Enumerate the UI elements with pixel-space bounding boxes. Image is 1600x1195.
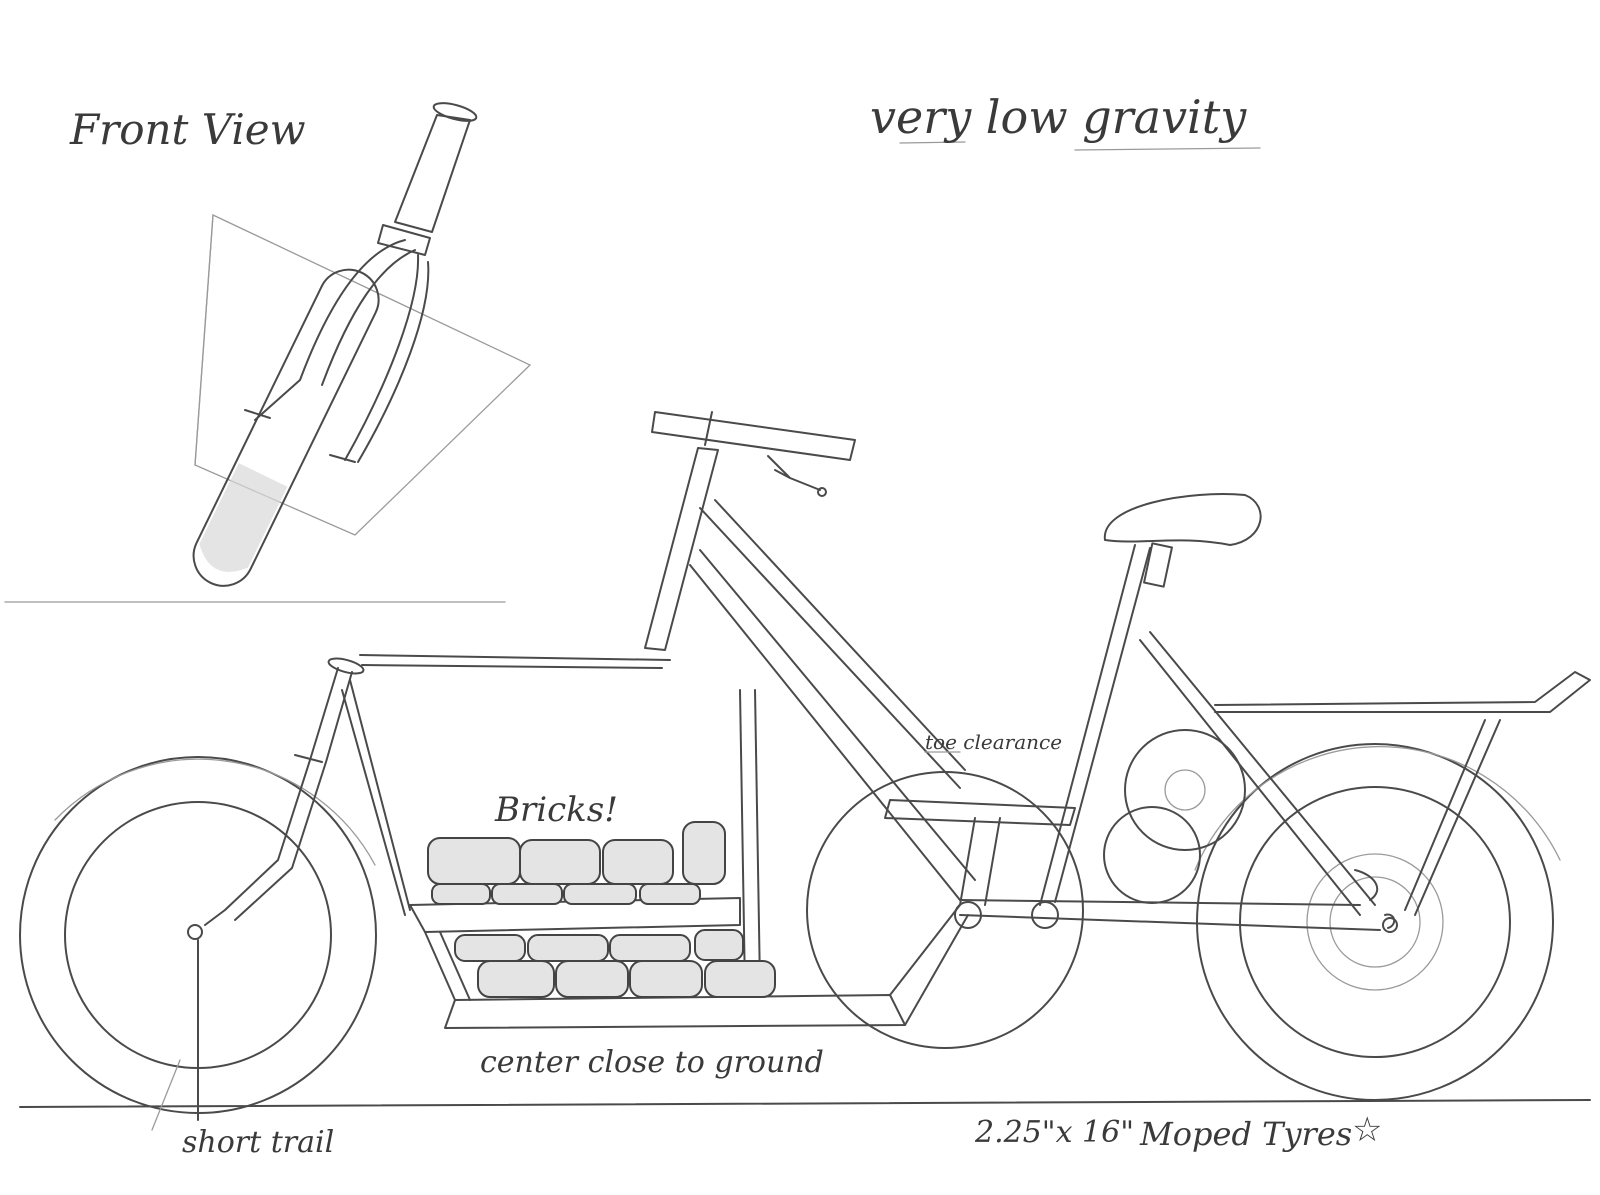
star-icon: ☆ bbox=[1352, 1110, 1383, 1150]
gear-circle bbox=[1103, 806, 1201, 904]
rear-fender bbox=[1194, 746, 1561, 871]
saddle bbox=[1103, 493, 1262, 546]
seat-tube bbox=[1039, 544, 1136, 906]
bottom-bracket bbox=[954, 901, 982, 929]
rear-hub bbox=[1382, 917, 1398, 933]
front-view-inset bbox=[4, 102, 532, 603]
headset-top bbox=[327, 657, 365, 675]
rear-rack bbox=[1214, 671, 1591, 916]
ground-line bbox=[19, 1099, 1591, 1108]
jackshaft bbox=[1031, 901, 1059, 929]
gravity-note-label: very low gravity bbox=[870, 90, 1247, 144]
tyre-size-label: 2.25"x 16" bbox=[975, 1115, 1135, 1150]
front-fender bbox=[54, 758, 376, 866]
bricks-label: Bricks! bbox=[495, 790, 618, 830]
cargo-box-rear-post bbox=[739, 689, 746, 991]
handlebar-assembly bbox=[644, 411, 856, 651]
front-view-fork-right bbox=[344, 254, 420, 461]
brake-lever bbox=[767, 455, 821, 491]
rear-dropout bbox=[1354, 869, 1396, 929]
short-trail-label: short trail bbox=[182, 1125, 335, 1160]
front-view-label: Front View bbox=[70, 105, 306, 154]
cargo-box-top-rail bbox=[359, 654, 671, 661]
crank-circle bbox=[806, 771, 1084, 1049]
rear-wheel bbox=[1194, 743, 1561, 1101]
front-view-fork-left bbox=[254, 239, 406, 421]
top-tube bbox=[699, 507, 961, 789]
foot-platform bbox=[884, 799, 1076, 826]
seat-stay bbox=[1139, 639, 1361, 916]
motor-circle bbox=[1124, 729, 1246, 851]
tyre-type-label: Moped Tyres bbox=[1140, 1115, 1353, 1153]
handlebar bbox=[651, 411, 856, 461]
center-note-label: center close to ground bbox=[480, 1045, 824, 1080]
saddle-assembly bbox=[1103, 493, 1262, 588]
toe-clearance-label: toe clearance bbox=[925, 730, 1063, 754]
rear-rack-strut bbox=[1414, 719, 1501, 916]
main-frame bbox=[689, 499, 1381, 931]
steering-stem bbox=[644, 447, 719, 651]
front-view-steerer bbox=[394, 114, 471, 233]
front-view-wheel bbox=[192, 268, 380, 587]
down-tube bbox=[689, 564, 961, 901]
cargo-box-floor bbox=[444, 994, 906, 1029]
rear-rack-top bbox=[1214, 671, 1591, 713]
front-view-fork-crown bbox=[377, 224, 431, 256]
chain-stay bbox=[959, 914, 1381, 931]
front-hub bbox=[187, 924, 203, 940]
front-fork bbox=[204, 667, 339, 926]
front-down-tube bbox=[349, 679, 411, 911]
seatpost bbox=[1143, 542, 1173, 588]
bricks bbox=[427, 821, 776, 998]
front-wheel bbox=[19, 756, 377, 1131]
